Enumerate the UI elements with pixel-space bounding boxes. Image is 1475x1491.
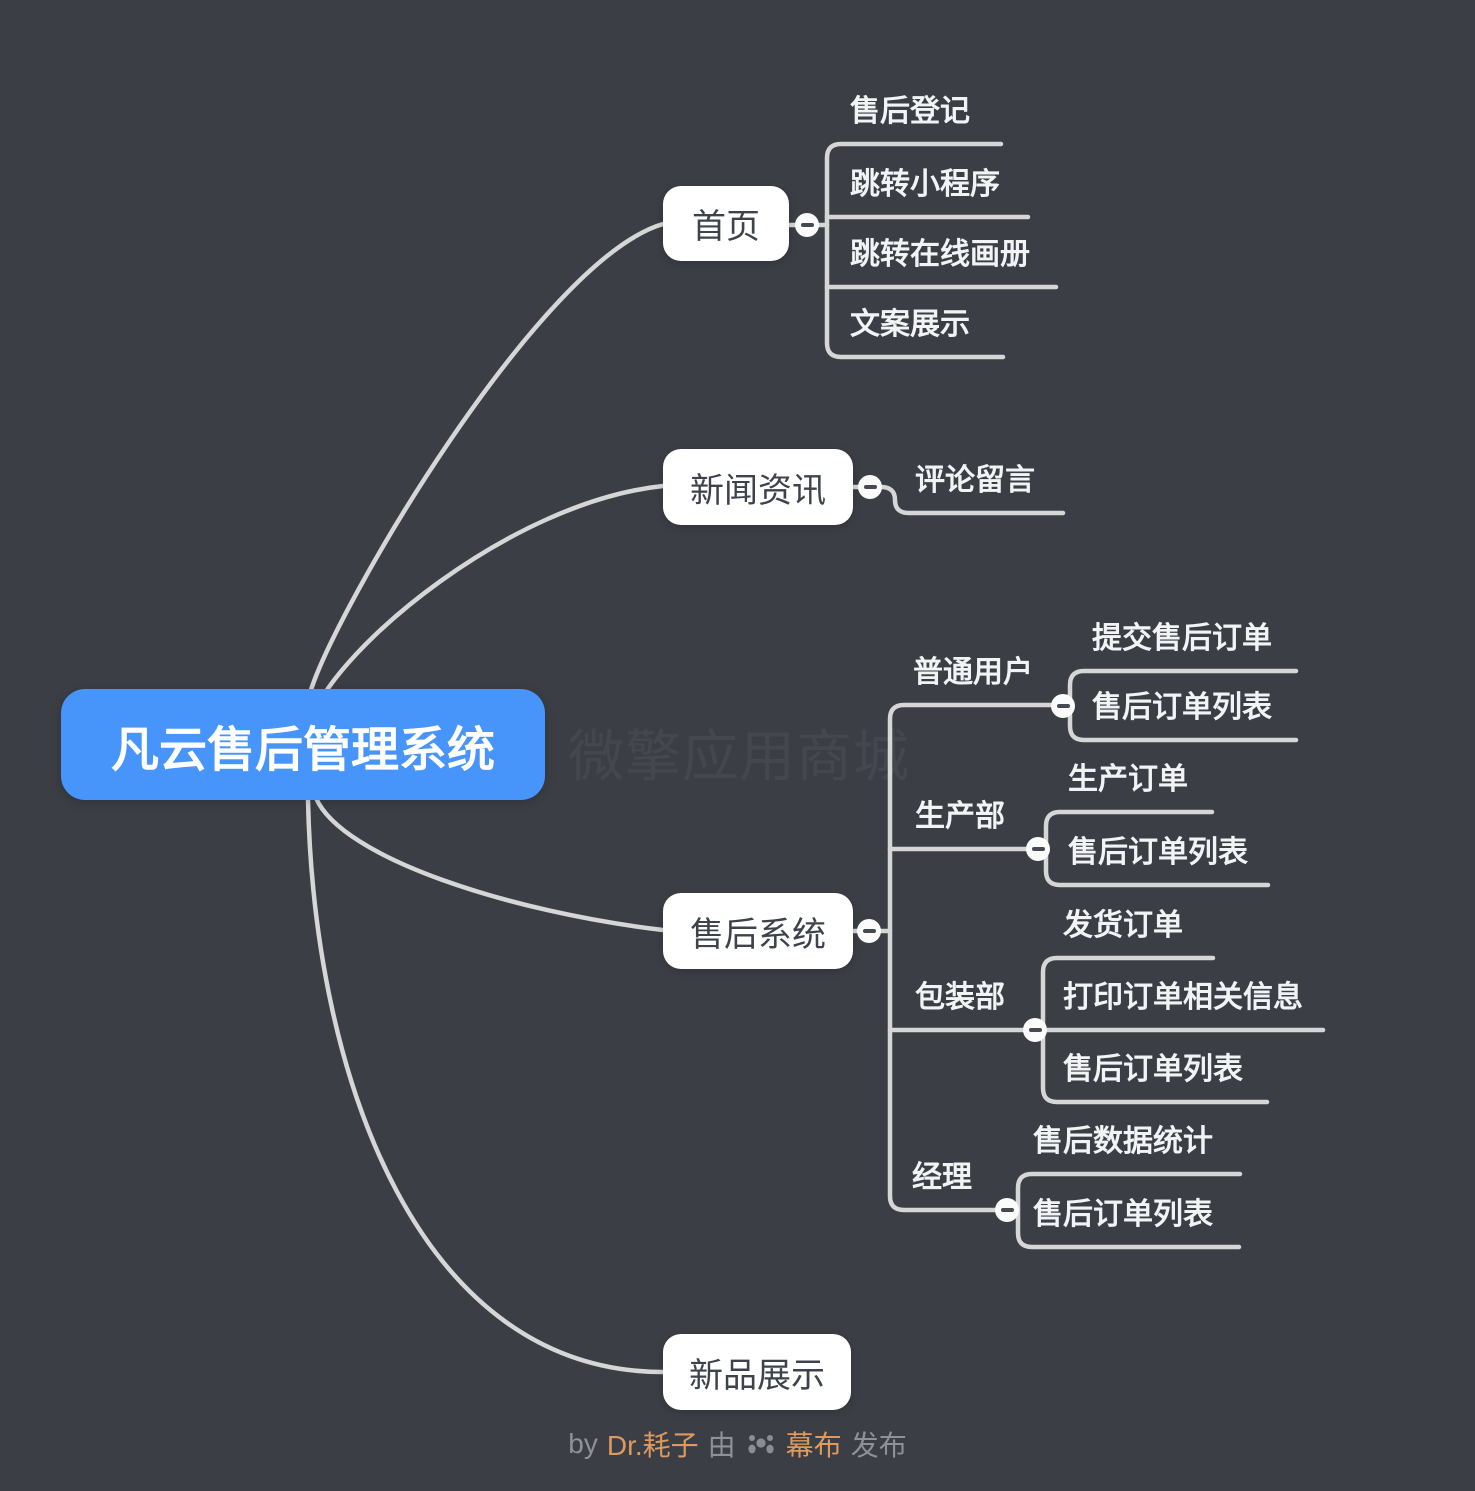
collapse-button-normal-user[interactable] (1051, 694, 1075, 718)
leaf-print-order-info[interactable]: 打印订单相关信息 (1063, 981, 1303, 1014)
footer-publish: 发布 (850, 1430, 907, 1461)
node-aftersales-system[interactable]: 售后系统 (663, 893, 853, 969)
leaf-aftersales-order-list-pack[interactable]: 售后订单列表 (1063, 1053, 1243, 1086)
minus-icon (1000, 1208, 1014, 1212)
leaf-production-order[interactable]: 生产订单 (1068, 763, 1188, 796)
mubu-logo-icon (745, 1429, 777, 1459)
collapse-button-home[interactable] (795, 213, 819, 237)
leaf-aftersales-order-list-prod[interactable]: 售后订单列表 (1068, 836, 1248, 869)
minus-icon (863, 485, 877, 489)
minus-icon (1056, 704, 1070, 708)
minus-icon (1031, 847, 1045, 851)
root-node[interactable]: 凡云售后管理系统 (61, 689, 545, 800)
leaf-jump-miniprogram[interactable]: 跳转小程序 (850, 168, 1000, 201)
node-home[interactable]: 首页 (663, 186, 789, 261)
leaf-comments[interactable]: 评论留言 (915, 464, 1035, 497)
leaf-copywriting-display[interactable]: 文案展示 (850, 308, 970, 341)
edge-aftersales-trunk (887, 702, 1066, 1213)
footer-author-link[interactable]: Dr.耗子 (606, 1430, 699, 1461)
footer-via: 由 (707, 1430, 736, 1461)
node-manager[interactable]: 经理 (912, 1161, 972, 1194)
root-node-label: 凡云售后管理系统 (110, 723, 495, 777)
leaf-aftersales-register[interactable]: 售后登记 (850, 95, 970, 128)
edge-root-news (310, 483, 666, 719)
node-news-label: 新闻资讯 (690, 471, 826, 510)
collapse-button-aftersales[interactable] (857, 919, 881, 943)
leaf-aftersales-order-list-user[interactable]: 售后订单列表 (1092, 691, 1272, 724)
node-home-label: 首页 (692, 208, 760, 246)
leaf-submit-aftersales-order[interactable]: 提交售后订单 (1092, 622, 1272, 655)
edge-home-children-trunk (824, 141, 1006, 360)
footer: by Dr.耗子 由 幕布 发布 (0, 1424, 1475, 1464)
node-normal-user[interactable]: 普通用户 (913, 656, 1033, 689)
node-new-product-display[interactable]: 新品展示 (663, 1334, 851, 1410)
node-production-dept[interactable]: 生产部 (915, 800, 1005, 833)
leaf-aftersales-statistics[interactable]: 售后数据统计 (1033, 1125, 1213, 1158)
edge-news-comments (850, 484, 1066, 516)
minus-icon (862, 929, 876, 933)
node-packaging-dept[interactable]: 包装部 (915, 981, 1005, 1014)
minus-icon (800, 223, 814, 227)
leaf-aftersales-order-list-manager[interactable]: 售后订单列表 (1033, 1198, 1213, 1231)
minus-icon (1028, 1028, 1042, 1032)
node-aftersales-system-label: 售后系统 (690, 915, 826, 954)
edge-root-home (307, 221, 666, 696)
collapse-button-packaging[interactable] (1023, 1018, 1047, 1042)
collapse-button-manager[interactable] (995, 1198, 1019, 1222)
collapse-button-production[interactable] (1026, 837, 1050, 861)
node-news[interactable]: 新闻资讯 (663, 449, 853, 525)
node-new-product-display-label: 新品展示 (689, 1356, 825, 1395)
footer-by: by (568, 1428, 598, 1459)
footer-brand-link[interactable]: 幕布 (785, 1430, 842, 1461)
leaf-jump-online-album[interactable]: 跳转在线画册 (850, 238, 1030, 271)
collapse-button-news[interactable] (858, 475, 882, 499)
edge-root-newproduct (305, 797, 666, 1375)
leaf-shipping-order[interactable]: 发货订单 (1063, 909, 1183, 942)
edge-root-aftersales (313, 795, 666, 933)
